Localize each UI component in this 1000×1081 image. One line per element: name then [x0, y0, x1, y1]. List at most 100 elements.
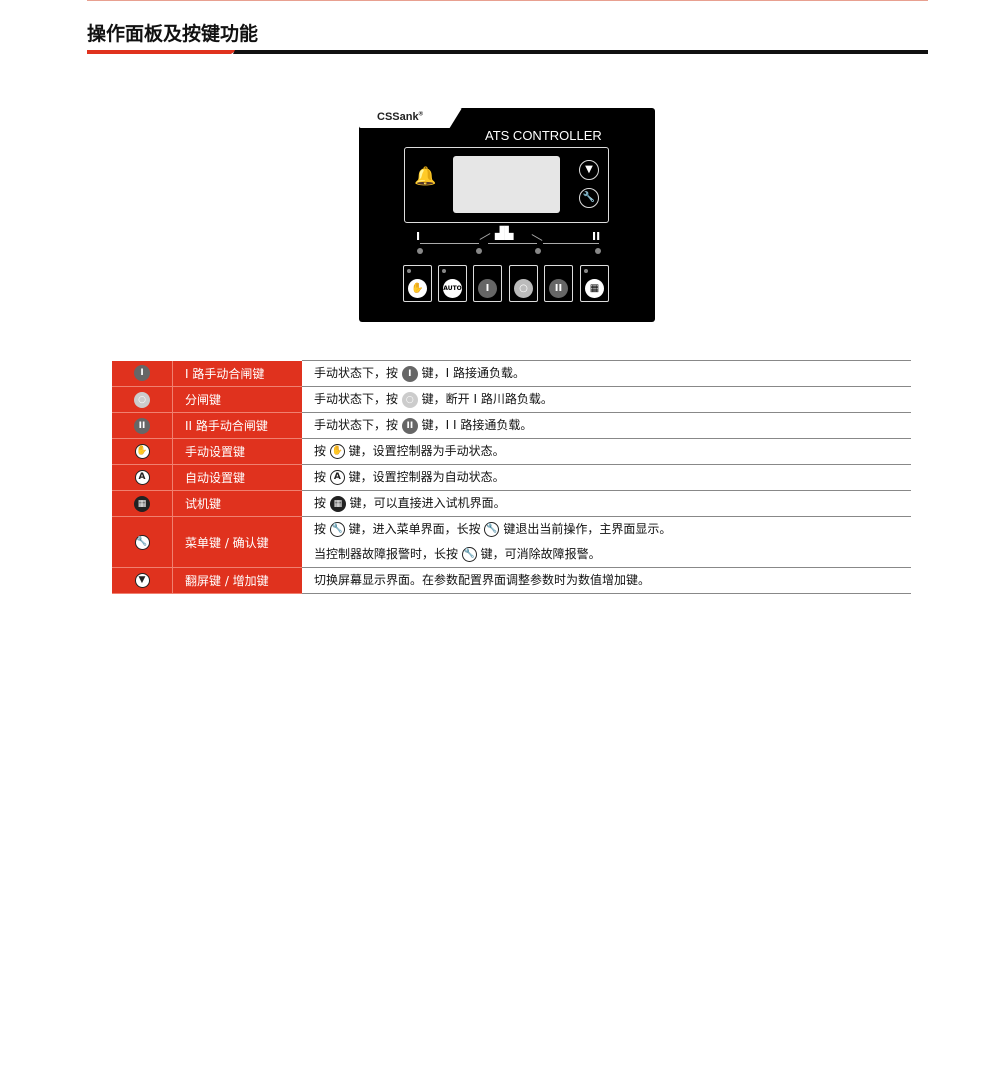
down-arrow-icon: ▼ [134, 573, 150, 588]
description-text: 按 [314, 522, 330, 536]
description-text: 键，设置控制器为自动状态。 [348, 470, 505, 484]
key-ii-icon: II [134, 417, 150, 434]
hand-icon: ✋ [329, 444, 345, 459]
key-icon-cell: ▼ [112, 567, 173, 594]
auto-icon: A [329, 470, 345, 485]
title-underline-red [87, 50, 237, 54]
brand-name: CSSank [377, 111, 419, 123]
key-name: II 路手动合闸键 [172, 412, 302, 439]
test-key[interactable]: ▦ [580, 265, 609, 302]
description-line: 按 🔧 键，进入菜单界面，长按 🔧 键退出当前操作，主界面显示。 [314, 517, 911, 542]
test-icon: ▦ [585, 279, 604, 298]
table-row: 🔧 菜单键 / 确认键按 🔧 键，进入菜单界面，长按 🔧 键退出当前操作，主界面显… [112, 516, 911, 568]
key-description: 按 A 键，设置控制器为自动状态。 [302, 464, 911, 491]
key-open-icon: ○ [401, 391, 418, 408]
open-key[interactable]: ○ [509, 265, 538, 302]
key-description: 切换屏幕显示界面。在参数配置界面调整参数时为数值增加键。 [302, 567, 911, 594]
key-name: 菜单键 / 确认键 [172, 516, 302, 568]
manual-key[interactable]: ✋ [403, 265, 432, 302]
table-row: ▦ 试机键按 ▦ 键，可以直接进入试机界面。 [112, 490, 911, 517]
description-line: 按 ✋ 键，设置控制器为手动状态。 [314, 439, 911, 464]
close-i-key[interactable]: I [473, 265, 502, 302]
wrench-button[interactable]: 🔧 [579, 188, 599, 208]
wrench-icon: 🔧 [461, 547, 477, 562]
description-text: 键，进入菜单界面，长按 [348, 522, 485, 536]
table-row: ✋ 手动设置键按 ✋ 键，设置控制器为手动状态。 [112, 438, 911, 465]
key-name: 自动设置键 [172, 464, 302, 491]
auto-icon: A [134, 470, 150, 485]
test-led [584, 269, 588, 273]
display-frame [404, 147, 609, 223]
hand-icon: ✋ [134, 444, 150, 459]
wrench-icon: 🔧 [134, 534, 150, 550]
key-ii-icon: II [401, 417, 418, 434]
key-description: 按 🔧 键，进入菜单界面，长按 🔧 键退出当前操作，主界面显示。当控制器故障报警… [302, 516, 911, 568]
table-row: ▼ 翻屏键 / 增加键切换屏幕显示界面。在参数配置界面调整参数时为数值增加键。 [112, 567, 911, 594]
description-text: 键，I I 路接通负载。 [421, 418, 533, 432]
down-arrow-button[interactable]: ▼ [579, 160, 599, 180]
test-icon: ▦ [134, 495, 150, 512]
key-open-icon: ○ [514, 279, 533, 298]
key-name: 分闸键 [172, 386, 302, 413]
key-icon-cell: II [112, 412, 173, 439]
description-text: 手动状态下，按 [314, 392, 399, 406]
bus-line-mid [488, 243, 537, 244]
description-text: 手动状态下，按 [314, 366, 399, 380]
description-text: 按 [314, 496, 330, 510]
controller-panel: CSSank® ATS CONTROLLER 🔔 ▼ 🔧 I II ▟▙ ✋ A… [359, 108, 655, 322]
led-source-i [417, 248, 423, 254]
key-icon-cell: ▦ [112, 490, 173, 517]
key-name: 试机键 [172, 490, 302, 517]
key-open-icon: ○ [134, 391, 150, 408]
key-name: 手动设置键 [172, 438, 302, 465]
key-i-icon: I [401, 365, 418, 382]
key-icon-cell: I [112, 360, 173, 387]
manual-led [407, 269, 411, 273]
led-source-ii [595, 248, 601, 254]
auto-icon: AUTO [443, 279, 462, 298]
key-description: 按 ✋ 键，设置控制器为手动状态。 [302, 438, 911, 465]
load-icon: ▟▙ [495, 226, 514, 240]
brand-logo: CSSank® [377, 111, 423, 123]
brand-registered: ® [418, 111, 423, 118]
panel-title: ATS CONTROLLER [485, 128, 602, 143]
test-icon: ▦ [329, 495, 346, 512]
key-name: I 路手动合闸键 [172, 360, 302, 387]
bus-line-right [543, 243, 599, 244]
description-line: 手动状态下，按 ○ 键，断开 I 路川路负载。 [314, 387, 911, 412]
description-line: 切换屏幕显示界面。在参数配置界面调整参数时为数值增加键。 [314, 568, 911, 593]
description-text: 键，可消除故障报警。 [480, 547, 601, 561]
table-row: ○ 分闸键手动状态下，按 ○ 键，断开 I 路川路负载。 [112, 386, 911, 413]
hand-icon: ✋ [408, 279, 427, 298]
description-text: 切换屏幕显示界面。在参数配置界面调整参数时为数值增加键。 [314, 573, 651, 587]
auto-led [442, 269, 446, 273]
key-description: 手动状态下，按 ○ 键，断开 I 路川路负载。 [302, 386, 911, 413]
description-text: 键，断开 I 路川路负载。 [421, 392, 553, 406]
table-row: A 自动设置键按 A 键，设置控制器为自动状态。 [112, 464, 911, 491]
key-name: 翻屏键 / 增加键 [172, 567, 302, 594]
auto-key[interactable]: AUTO [438, 265, 467, 302]
switch-left [479, 233, 491, 240]
led-switch-i [476, 248, 482, 254]
top-divider [87, 0, 928, 1]
close-ii-key[interactable]: II [544, 265, 573, 302]
key-icon-cell: 🔧 [112, 516, 173, 568]
key-ii-icon: II [549, 279, 568, 298]
title-underline-black [233, 50, 928, 54]
description-text: 键，设置控制器为手动状态。 [348, 444, 505, 458]
description-text: 当控制器故障报警时，长按 [314, 547, 459, 561]
alarm-icon: 🔔 [414, 166, 437, 187]
key-description: 手动状态下，按 I 键，I 路接通负载。 [302, 360, 911, 387]
wrench-icon: 🔧 [484, 522, 500, 537]
description-line: 手动状态下，按 I 键，I 路接通负载。 [314, 361, 911, 386]
source-ii-label: II [592, 230, 601, 243]
description-text: 按 [314, 444, 330, 458]
description-text: 按 [314, 470, 330, 484]
source-i-label: I [416, 230, 421, 243]
key-i-icon: I [478, 279, 497, 298]
key-description: 按 ▦ 键，可以直接进入试机界面。 [302, 490, 911, 517]
lcd-screen [453, 156, 560, 213]
